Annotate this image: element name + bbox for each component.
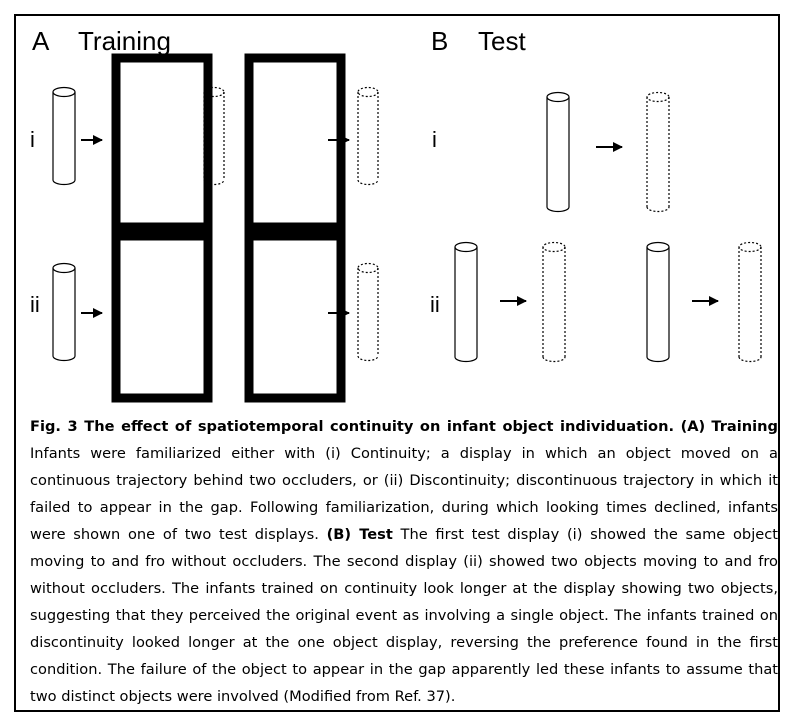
panel-a-title: Training	[78, 26, 171, 56]
test-row-ii	[454, 241, 762, 363]
figure-caption: Fig. 3 The effect of spatiotemporal cont…	[30, 413, 778, 710]
training-row-i-label: i	[30, 127, 35, 152]
occluder	[111, 53, 213, 232]
dotted-cylinder	[646, 91, 670, 213]
panel-b-letter: B	[431, 26, 449, 56]
caption-training-text: Infants were familiarized either with (i…	[30, 445, 778, 543]
dotted-cylinder	[203, 86, 225, 186]
dotted-cylinder	[738, 241, 762, 363]
test-row-ii-label: ii	[430, 292, 440, 317]
test-row-i	[546, 91, 670, 213]
dotted-cylinder	[357, 86, 379, 186]
occluder	[244, 231, 346, 403]
dotted-cylinder	[357, 262, 379, 362]
test-row-i-label: i	[432, 127, 437, 152]
figure-frame	[14, 14, 780, 712]
solid-cylinder	[546, 91, 570, 213]
solid-cylinder	[52, 262, 76, 362]
training-row-i	[52, 53, 379, 232]
caption-title: Fig. 3 The effect of spatiotemporal cont…	[30, 418, 706, 435]
training-row-ii	[52, 231, 379, 403]
solid-cylinder	[454, 241, 478, 363]
panel-b-title: Test	[478, 26, 526, 56]
occluder	[244, 53, 346, 232]
training-row-ii-label: ii	[30, 292, 40, 317]
dotted-cylinder	[542, 241, 566, 363]
panel-a-letter: A	[32, 26, 50, 56]
caption-test-text: The first test display (i) showed the sa…	[30, 526, 778, 705]
caption-training-label: Training	[711, 418, 779, 435]
solid-cylinder	[646, 241, 670, 363]
occluder	[111, 231, 213, 403]
figure-illustration	[52, 53, 762, 403]
solid-cylinder	[52, 86, 76, 186]
caption-test-label: (B) Test	[326, 526, 393, 543]
